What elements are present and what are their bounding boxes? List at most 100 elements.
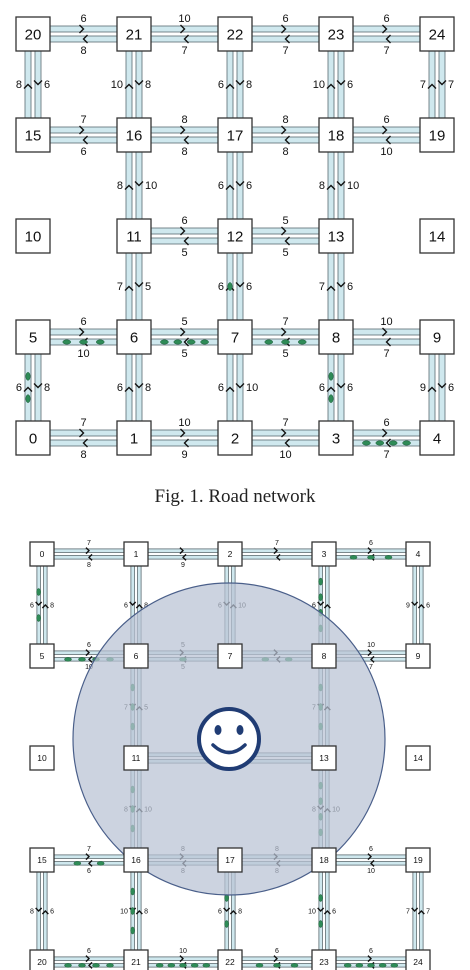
road-h-21-22 (150, 24, 219, 44)
vehicle (362, 440, 371, 446)
vehicle (190, 963, 199, 968)
intersection-node-3: 3 (318, 420, 354, 456)
intersection-node-17: 17 (217, 847, 243, 873)
intersection-node-2: 2 (217, 541, 243, 567)
vehicle (25, 394, 31, 403)
edge-weight-label: 7 (319, 281, 325, 293)
direction-arrow (326, 285, 336, 291)
road-h-12-13 (251, 226, 320, 246)
direction-arrow (281, 327, 287, 337)
direction-arrow (367, 853, 372, 861)
edge-weight-label: 6 (312, 602, 316, 609)
vehicle (384, 555, 393, 560)
direction-arrow (284, 34, 290, 44)
node-box (123, 949, 149, 970)
direction-arrow (385, 438, 391, 448)
intersection-node-17: 17 (217, 117, 253, 153)
node-box (15, 420, 51, 456)
vehicle (179, 963, 187, 968)
node-id-label: 5 (40, 651, 45, 661)
road-v-13-8 (326, 252, 346, 321)
road-h-22-23 (251, 24, 320, 44)
node-id-label: 13 (328, 228, 345, 245)
direction-arrow (273, 547, 278, 555)
road-v-18-13 (326, 151, 346, 220)
vehicle (62, 339, 71, 345)
direction-arrow (79, 24, 85, 34)
node-box (405, 745, 431, 771)
direction-arrow (417, 604, 425, 609)
direction-arrow (326, 184, 336, 190)
edge-weight-label: 10 (380, 146, 392, 158)
edge-weight-label: 10 (145, 180, 157, 192)
vehicle (343, 963, 352, 968)
left-eye (214, 725, 222, 735)
intersection-node-6: 6 (123, 643, 149, 669)
edge-weight-label: 7 (420, 79, 426, 91)
node-id-label: 11 (132, 753, 141, 763)
node-box (15, 319, 51, 355)
edge-weight-label: 6 (369, 540, 373, 547)
node-box (217, 218, 253, 254)
intersection-node-18: 18 (318, 117, 354, 153)
road-h-3-4 (352, 428, 421, 448)
node-id-label: 13 (319, 753, 329, 763)
road-h-0-1 (53, 547, 125, 561)
intersection-node-11: 11 (123, 745, 149, 771)
direction-arrow (82, 135, 88, 145)
smiley-face-icon (197, 707, 261, 771)
intersection-node-5: 5 (15, 319, 51, 355)
intersection-node-4: 4 (405, 541, 431, 567)
edge-weight-label: 8 (30, 908, 34, 915)
node-id-label: 16 (131, 855, 141, 865)
node-id-label: 17 (225, 855, 235, 865)
road-v-23-18 (326, 50, 346, 119)
road-v-20-15 (23, 50, 43, 119)
intersection-node-23: 23 (311, 949, 337, 970)
edge-weight-label: 6 (30, 602, 34, 609)
road-h-7-8 (251, 327, 320, 347)
direction-arrow (367, 649, 372, 657)
node-id-label: 7 (231, 329, 239, 346)
direction-arrow (336, 282, 346, 288)
node-box (217, 643, 243, 669)
direction-arrow (124, 83, 134, 89)
direction-arrow (79, 327, 85, 337)
node-id-label: 15 (25, 127, 42, 144)
road-v-6-1 (124, 353, 144, 422)
vehicle (390, 963, 399, 968)
node-id-label: 20 (37, 957, 47, 967)
node-box (311, 847, 337, 873)
node-box (217, 16, 253, 52)
node-id-label: 0 (29, 430, 37, 447)
node-box (217, 319, 253, 355)
intersection-node-6: 6 (116, 319, 152, 355)
edge-weight-label: 6 (369, 948, 373, 955)
node-box (311, 643, 337, 669)
intersection-node-0: 0 (29, 541, 55, 567)
node-id-label: 18 (319, 855, 329, 865)
vehicle (264, 339, 273, 345)
intersection-node-14: 14 (405, 745, 431, 771)
direction-arrow (82, 34, 88, 44)
intersection-node-3: 3 (311, 541, 337, 567)
edge-weight-label: 7 (181, 45, 187, 57)
edge-weight-label: 8 (246, 79, 252, 91)
edge-weight-label: 6 (218, 382, 224, 394)
direction-arrow (35, 601, 43, 606)
edge-weight-label: 9 (406, 602, 410, 609)
direction-arrow (370, 859, 375, 867)
node-id-label: 23 (328, 26, 345, 43)
node-id-label: 8 (332, 329, 340, 346)
edge-labels: 6810767677688886106555610557510778109710… (16, 13, 454, 461)
vehicle (281, 339, 290, 345)
edge-weight-label: 7 (426, 908, 430, 915)
edge-weight-label: 8 (117, 180, 123, 192)
vehicle (328, 372, 334, 381)
road-v-19-24 (411, 871, 425, 951)
node-box (318, 16, 354, 52)
direction-arrow (85, 547, 90, 555)
node-id-label: 3 (322, 549, 327, 559)
edge-weight-label: 5 (181, 348, 187, 360)
direction-arrow (180, 226, 186, 236)
